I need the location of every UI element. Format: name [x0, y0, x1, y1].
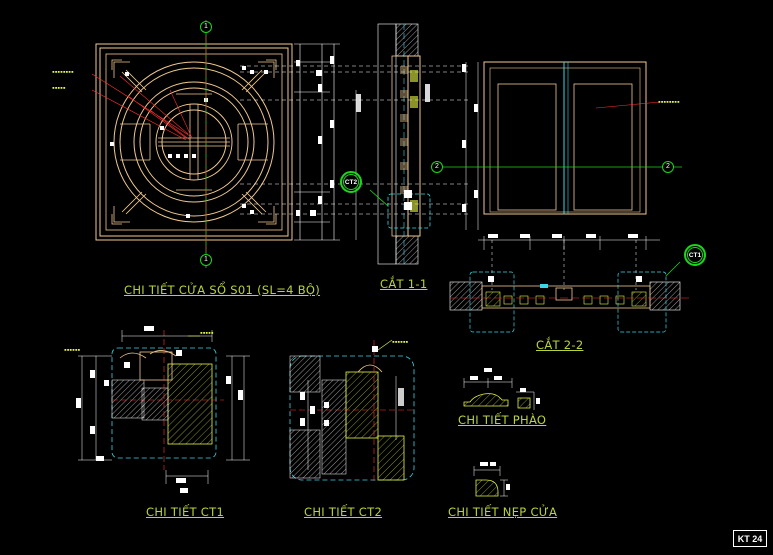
callout-ct2-bubble: CT2 — [340, 171, 362, 193]
title-window-detail: CHI TIẾT CỬA SỔ S01 (SL=4 BỘ) — [124, 283, 321, 297]
note-window-1: ▪▪▪▪▪▪▪▪ — [52, 70, 74, 75]
section-2-2-elevation — [465, 61, 661, 230]
section-2-2-plan — [449, 261, 690, 333]
note-ct2-top: ▪▪▪▪▪▪ — [392, 340, 409, 345]
detail-ct2 — [289, 339, 415, 484]
axis-marker-2-right: 2 — [662, 161, 674, 173]
detail-ct1 — [76, 326, 250, 493]
window-white-marks — [110, 66, 268, 218]
section-2-2-dims — [478, 236, 660, 290]
note-ct1-top: ▪▪▪▪▪ — [200, 331, 214, 336]
title-detail-ct1: CHI TIẾT CT1 — [146, 505, 225, 519]
detail-phao — [463, 368, 540, 410]
callout-ct2-label: CT2 — [343, 174, 359, 190]
title-detail-nep: CHI TIẾT NẸP CỬA — [448, 505, 558, 519]
title-section-2-2: CẮT 2-2 — [536, 338, 584, 352]
section-2-2-dim-texts — [488, 234, 638, 238]
axis-marker-2-left: 2 — [431, 161, 443, 173]
window-leaders — [91, 73, 193, 141]
title-detail-ct2: CHI TIẾT CT2 — [304, 505, 383, 519]
section-2-2-marks — [462, 64, 478, 212]
axis-marker-1-bottom: 1 — [200, 254, 212, 266]
note-ct1-left: ▪▪▪▪▪▪ — [64, 348, 81, 353]
callout-ct1-bubble: CT1 — [684, 244, 706, 266]
section-1-1 — [355, 23, 431, 265]
title-section-1-1: CẮT 1-1 — [380, 277, 428, 291]
title-detail-phao: CHI TIẾT PHÀO — [458, 413, 547, 427]
axis-marker-1-top: 1 — [200, 21, 212, 33]
callout-ct1-label: CT1 — [687, 247, 703, 263]
detail-nep — [473, 462, 510, 497]
note-window-2: ▪▪▪▪▪ — [52, 86, 66, 91]
sheet-number-box: KT 24 — [733, 530, 767, 547]
note-glass: ▪▪▪▪▪▪▪▪ — [658, 100, 680, 105]
